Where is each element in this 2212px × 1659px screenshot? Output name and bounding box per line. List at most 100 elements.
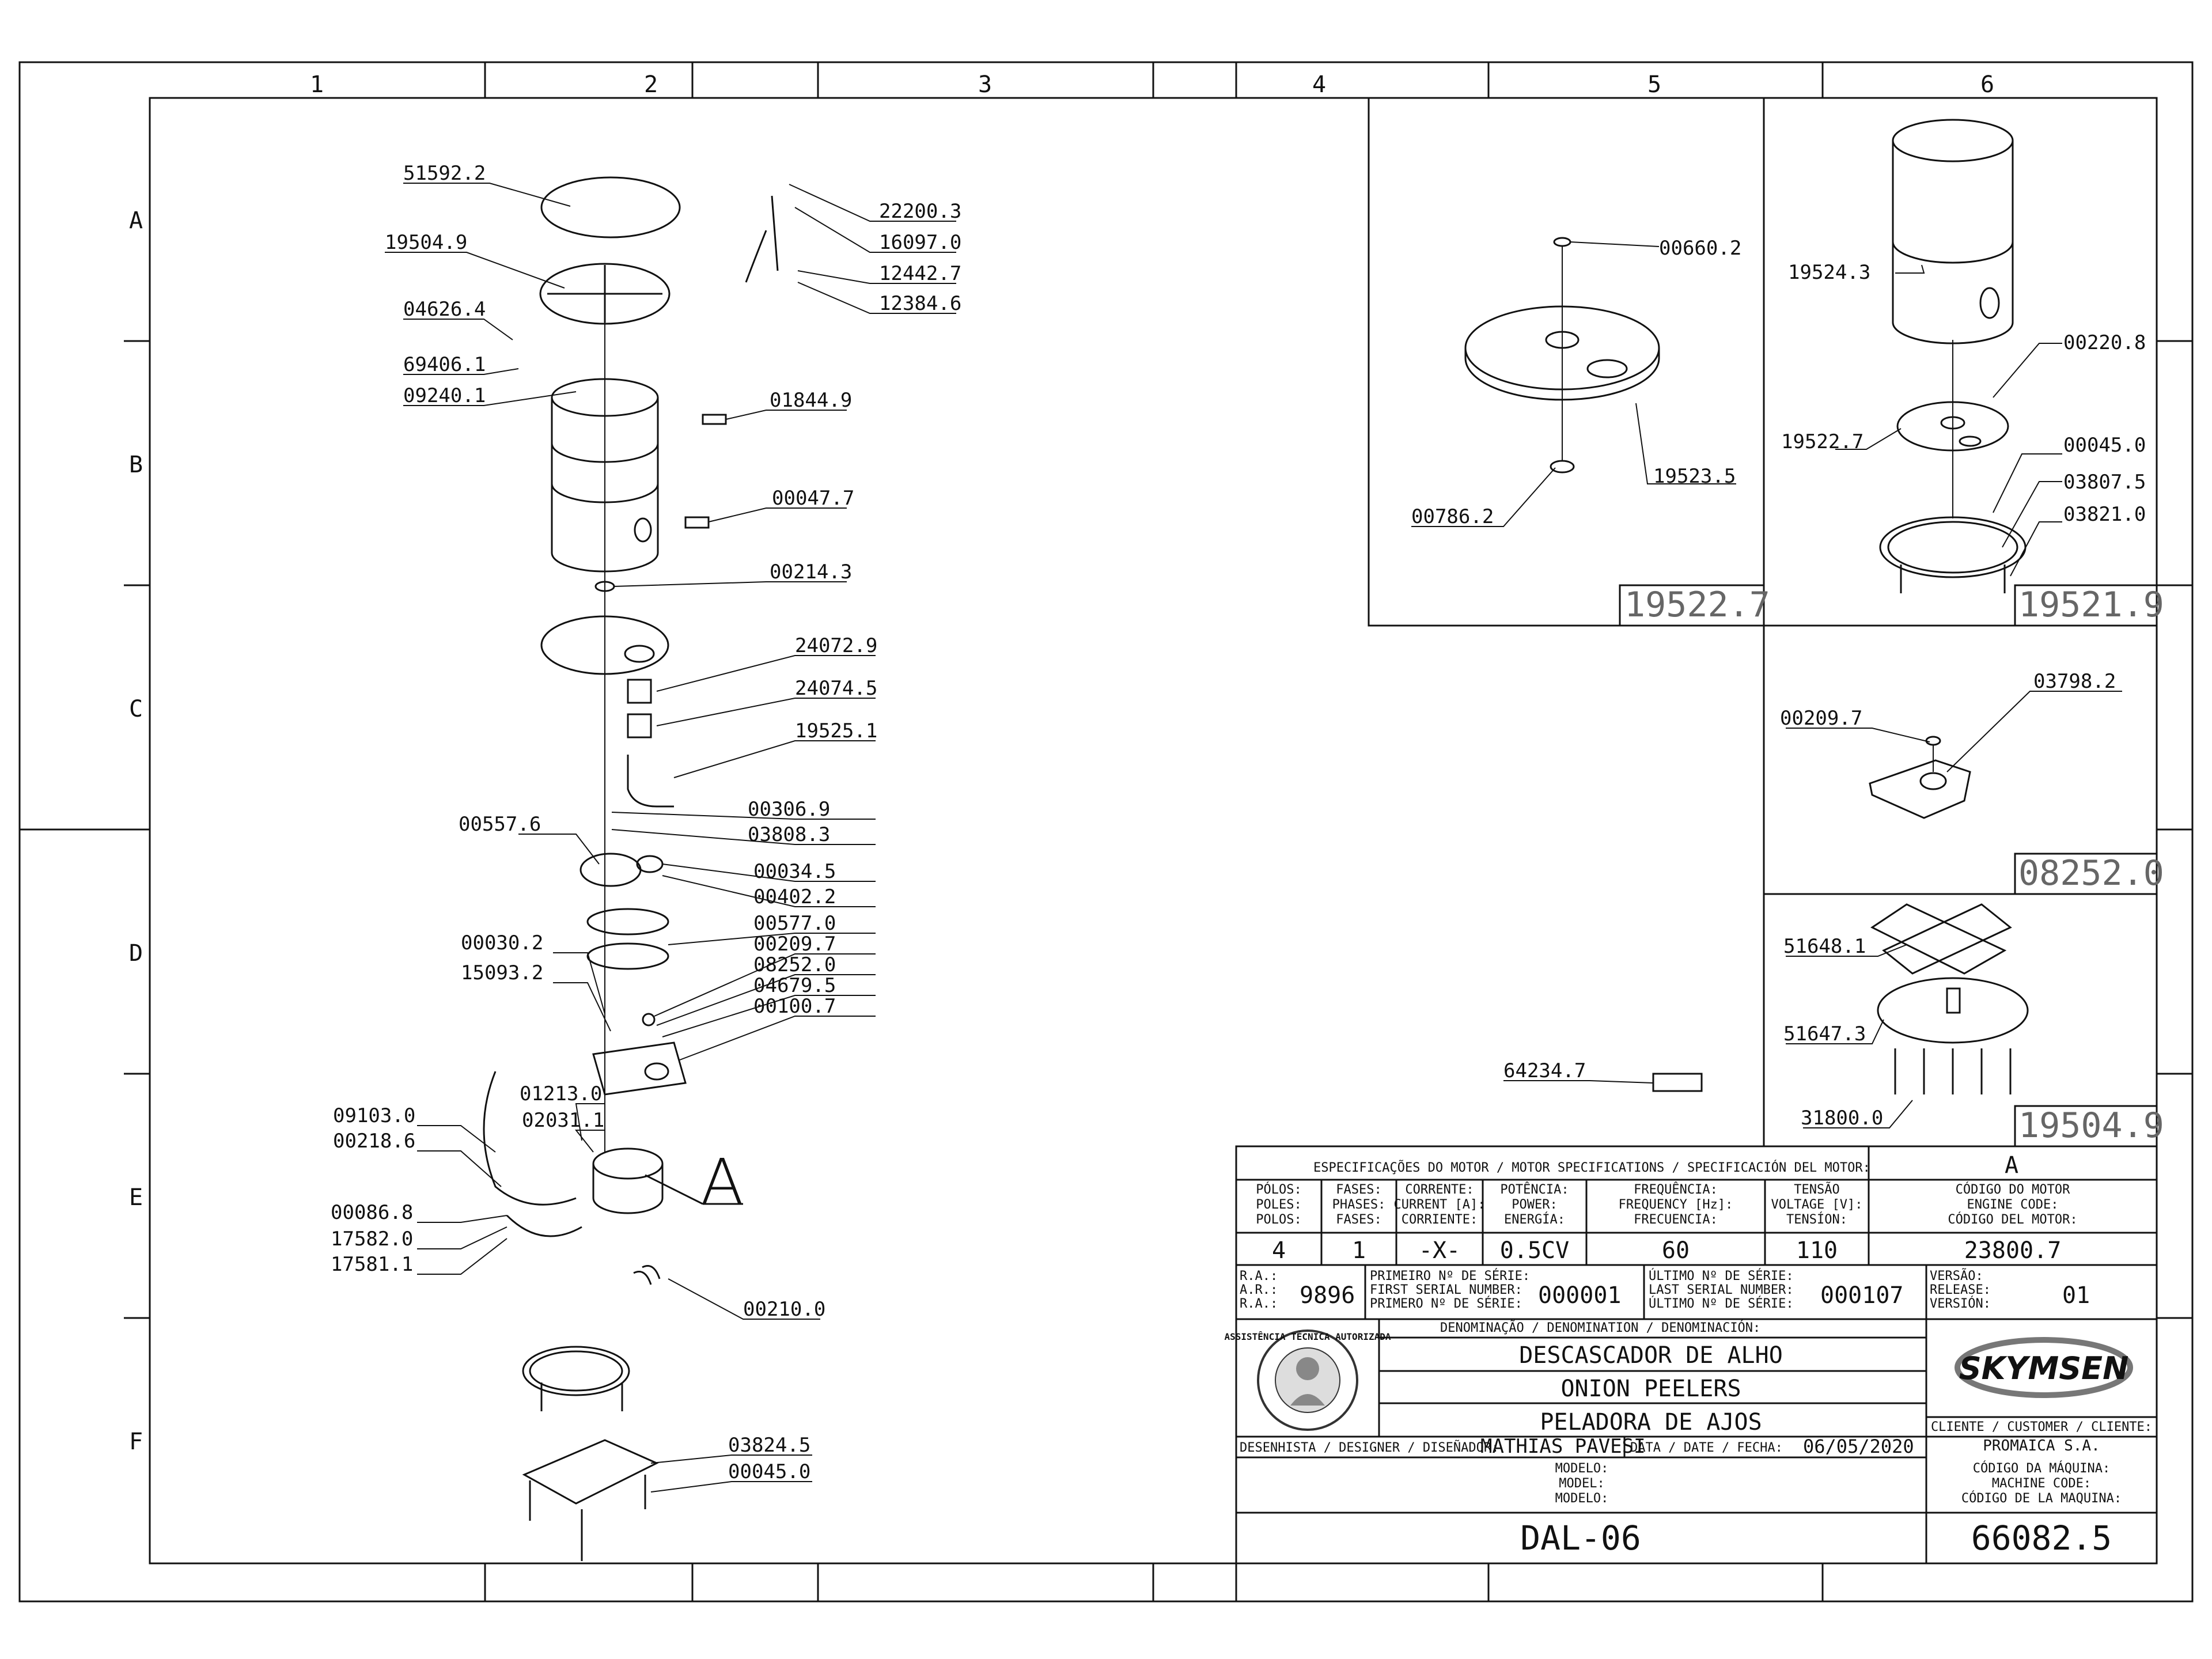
part-label: 00210.0 xyxy=(743,1298,825,1321)
detail-ref: 19522.7 xyxy=(1624,585,1770,625)
detail-panel-frames xyxy=(1368,97,2158,1147)
part-label: 17581.1 xyxy=(331,1253,413,1276)
first-serial-label: PRIMERO Nº DE SÉRIE: xyxy=(1370,1296,1522,1311)
grid-row-d: D xyxy=(129,940,143,967)
authorized-seal: ASSISTÊNCIA TÉCNICA AUTORIZADA xyxy=(1225,1330,1391,1431)
spec-value-poles: 4 xyxy=(1272,1237,1286,1264)
part-label: 09240.1 xyxy=(403,384,486,407)
part-label: 51592.2 xyxy=(403,162,486,185)
part-label: 03798.2 xyxy=(2033,670,2116,693)
detail-drum-labels: 19524.3 00220.8 19522.7 00045.0 03807.5 … xyxy=(1781,261,2164,625)
name-es: PELADORA DE AJOS xyxy=(1540,1409,1762,1435)
ra-label: R.A.: xyxy=(1240,1297,1278,1311)
spec-header: POLOS: xyxy=(1256,1213,1301,1227)
spec-header: PÓLOS: xyxy=(1256,1182,1301,1197)
part-label: 00086.8 xyxy=(331,1201,413,1224)
seal-text: ASSISTÊNCIA TÉCNICA AUTORIZADA xyxy=(1225,1331,1391,1342)
part-label: 00100.7 xyxy=(753,995,836,1018)
name-pt: DESCASCADOR DE ALHO xyxy=(1519,1342,1783,1369)
spec-header: FRECUENCIA: xyxy=(1634,1213,1718,1227)
part-label: 00786.2 xyxy=(1411,505,1494,528)
detail-disc xyxy=(1411,237,1736,527)
version-label: VERSIÓN: xyxy=(1930,1296,1991,1311)
grid-col-3: 3 xyxy=(978,71,992,98)
part-label: 00030.2 xyxy=(461,931,543,955)
version-label: VERSÃO: xyxy=(1930,1268,1983,1283)
part-label: 24072.9 xyxy=(795,634,877,657)
denomination-label: DENOMINAÇÃO / DENOMINATION / DENOMINACIÓ… xyxy=(1440,1320,1760,1335)
part-label: 19524.3 xyxy=(1788,261,1870,284)
machine-code-label: CÓDIGO DE LA MAQUINA: xyxy=(1961,1491,2122,1506)
part-label: 00214.3 xyxy=(770,560,852,584)
motor-callout-label: A xyxy=(700,1145,744,1219)
part-label: 00045.0 xyxy=(2063,434,2146,457)
part-label: 69406.1 xyxy=(403,353,486,376)
spec-header: CÓDIGO DEL MOTOR: xyxy=(1948,1212,2077,1227)
part-label: 00034.5 xyxy=(753,860,836,883)
grid-col-4: 4 xyxy=(1312,71,1326,98)
part-label: 12442.7 xyxy=(879,262,961,285)
part-label: 00047.7 xyxy=(772,487,854,510)
part-label: 00220.8 xyxy=(2063,331,2146,354)
part-label: 02031.1 xyxy=(522,1109,604,1132)
part-label: 19504.9 xyxy=(385,231,467,254)
grid-row-b: B xyxy=(129,452,143,478)
detail-ref: 08252.0 xyxy=(2018,853,2164,893)
brand-logo: SKYMSEN xyxy=(1955,1337,2133,1398)
part-label: 01213.0 xyxy=(520,1082,602,1105)
model-label: MODEL: xyxy=(1559,1476,1604,1491)
spec-header: CORRIENTE: xyxy=(1402,1213,1478,1227)
last-serial-label: ÚLTIMO Nº DE SÉRIE: xyxy=(1649,1268,1794,1283)
part-label: 03807.5 xyxy=(2063,471,2146,494)
spec-header: FREQUENCY [Hz]: xyxy=(1619,1198,1733,1212)
grid-col-2: 2 xyxy=(644,71,658,98)
spec-header: FREQUÊNCIA: xyxy=(1634,1182,1718,1197)
main-part-labels: 51592.2 19504.9 04626.4 69406.1 09240.1 … xyxy=(331,162,1586,1483)
detail-filter-labels: 51648.1 51647.3 31800.0 19504.9 xyxy=(1783,935,2164,1146)
first-serial: 000001 xyxy=(1538,1282,1622,1309)
part-label: 01844.9 xyxy=(770,389,852,412)
part-label: 03808.3 xyxy=(748,823,830,846)
detail-filter xyxy=(1786,903,2029,1128)
title-block-frame xyxy=(1235,1145,2158,1565)
part-label: 00209.7 xyxy=(1780,707,1862,730)
detail-disc-labels: 00660.2 19523.5 00786.2 19522.7 xyxy=(1411,237,1770,625)
part-label: 16097.0 xyxy=(879,231,961,254)
part-label: 03821.0 xyxy=(2063,503,2146,526)
part-label: 04679.5 xyxy=(753,974,836,997)
designer-label: DESENHISTA / DESIGNER / DISEÑADOR: xyxy=(1240,1440,1499,1455)
last-serial: 000107 xyxy=(1820,1282,1904,1309)
grid-col-6: 6 xyxy=(1980,71,1994,98)
spec-header: FASES: xyxy=(1336,1183,1381,1197)
part-label: 00402.2 xyxy=(753,885,836,908)
spec-header: PHASES: xyxy=(1332,1198,1386,1212)
version: 01 xyxy=(2062,1282,2090,1309)
spec-header: POTÊNCIA: xyxy=(1500,1182,1569,1197)
model-label: MODELO: xyxy=(1555,1491,1609,1506)
part-label: 09103.0 xyxy=(333,1104,415,1127)
part-label: 24074.5 xyxy=(795,677,877,700)
spec-header: POLES: xyxy=(1256,1198,1301,1212)
spec-value-frequency: 60 xyxy=(1662,1237,1690,1264)
part-label: 08252.0 xyxy=(753,953,836,976)
part-label: 22200.3 xyxy=(879,200,961,223)
spec-value-voltage: 110 xyxy=(1796,1237,1838,1264)
spec-value-power: 0.5CV xyxy=(1500,1237,1569,1264)
grid-row-e: E xyxy=(129,1184,143,1211)
grid-col-1: 1 xyxy=(310,71,324,98)
part-label: 00045.0 xyxy=(728,1460,810,1483)
date-label: DATA / DATE / FECHA: xyxy=(1630,1441,1783,1455)
ra-label: R.A.: xyxy=(1240,1269,1278,1283)
part-label: 04626.4 xyxy=(403,298,486,321)
spec-header: FASES: xyxy=(1336,1213,1381,1227)
part-label: 12384.6 xyxy=(879,292,961,315)
spec-header: TENSÃO xyxy=(1794,1181,1839,1197)
model: DAL-06 xyxy=(1520,1518,1641,1558)
spec-value-engine-code: 23800.7 xyxy=(1964,1237,2062,1264)
machine-code-label: MACHINE CODE: xyxy=(1992,1476,2091,1491)
version-label: RELEASE: xyxy=(1930,1283,1991,1297)
motor-spec-heading: ESPECIFICAÇÕES DO MOTOR / MOTOR SPECIFIC… xyxy=(1313,1160,1870,1175)
brand-name: SKYMSEN xyxy=(1959,1350,2129,1387)
spec-header: ENERGÍA: xyxy=(1504,1212,1565,1227)
